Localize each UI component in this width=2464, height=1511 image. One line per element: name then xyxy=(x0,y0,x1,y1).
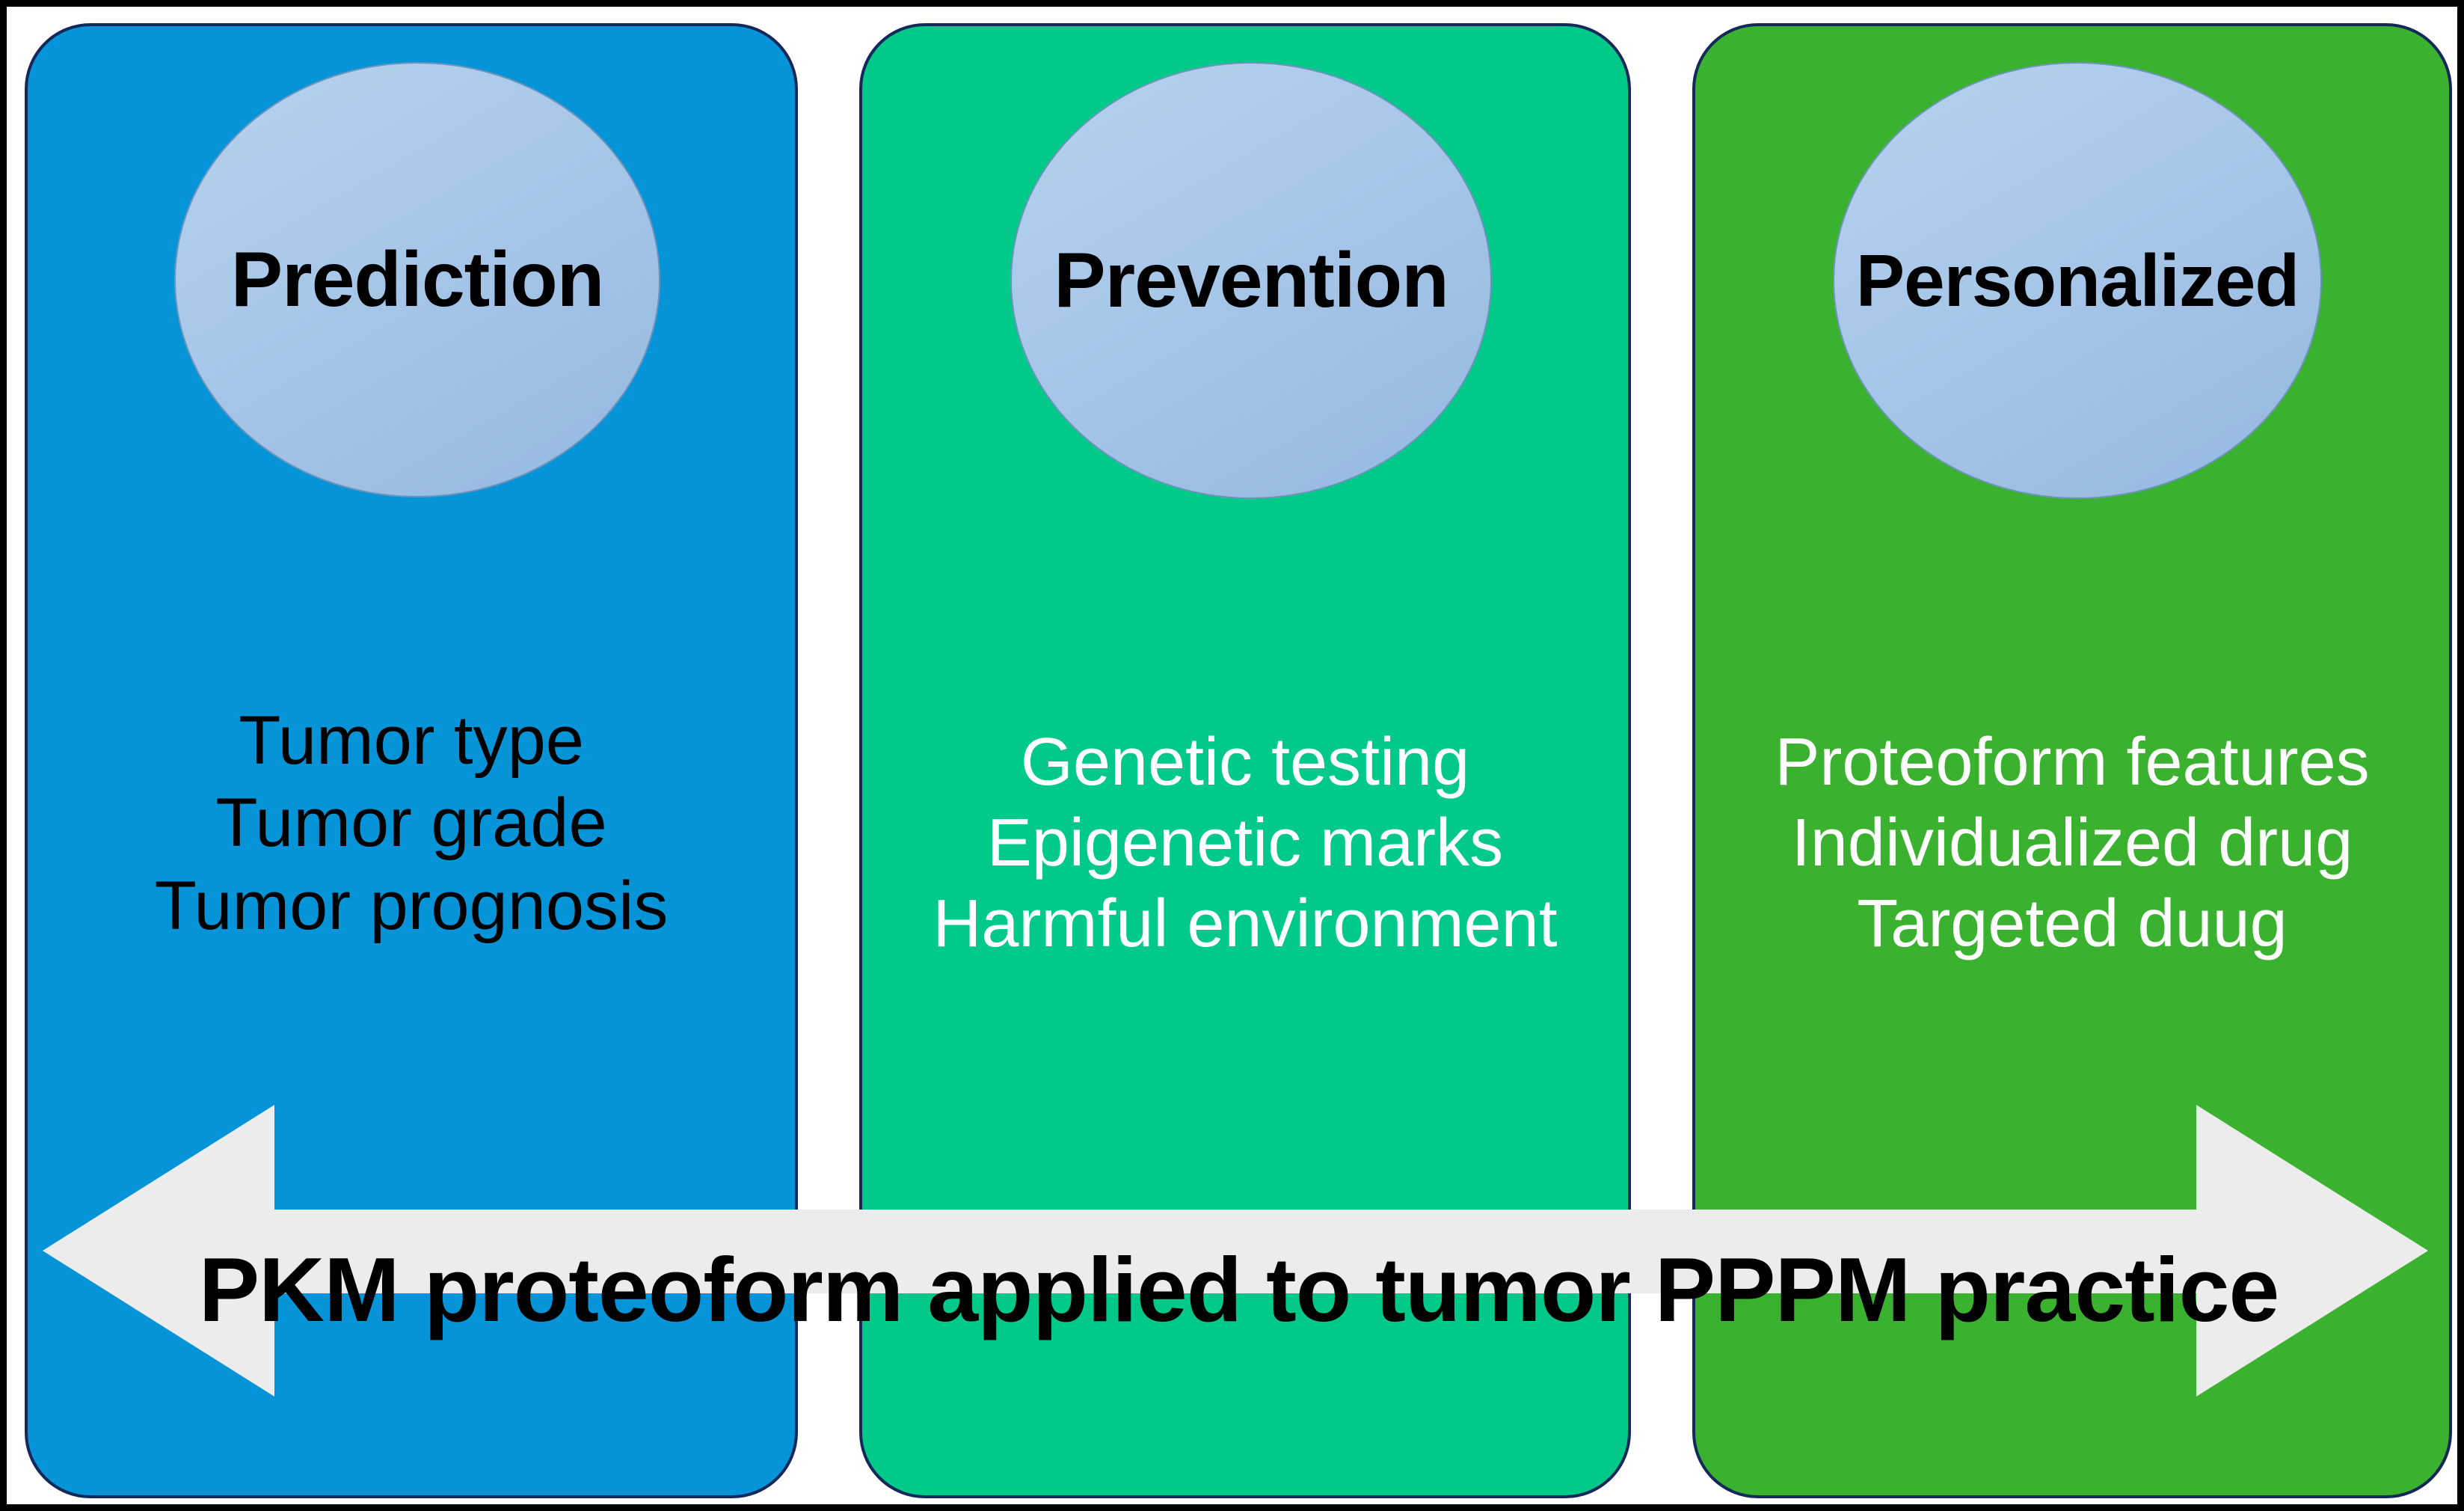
list-item: Individualized drug xyxy=(1791,806,2353,880)
list-item: Harmful environment xyxy=(933,886,1558,961)
arrow-label: PKM proteoform applied to tumor PPPM pra… xyxy=(198,1239,2280,1340)
list-item: Tumor prognosis xyxy=(154,867,669,944)
list-item: Genetic testing xyxy=(1020,725,1470,800)
panel-title-prediction: Prediction xyxy=(230,236,605,323)
list-item: Tumor type xyxy=(239,702,584,779)
list-item: Proteoform features xyxy=(1775,725,2370,800)
header-ellipse-personalized: Personalized xyxy=(1833,62,2322,499)
header-ellipse-prevention: Prevention xyxy=(1010,62,1492,499)
list-item: Tumor grade xyxy=(215,785,607,862)
panel-title-prevention: Prevention xyxy=(1054,237,1448,324)
list-item: Epigenetic marks xyxy=(986,806,1504,880)
panel-body-prediction: Tumor type Tumor grade Tumor prognosis xyxy=(28,699,795,947)
panel-body-prevention: Genetic testing Epigenetic marks Harmful… xyxy=(862,722,1628,964)
panel-body-personalized: Proteoform features Individualized drug … xyxy=(1695,722,2449,964)
list-item: Targeted duug xyxy=(1857,886,2288,961)
panel-title-personalized: Personalized xyxy=(1855,239,2300,322)
header-ellipse-prediction: Prediction xyxy=(174,62,660,497)
